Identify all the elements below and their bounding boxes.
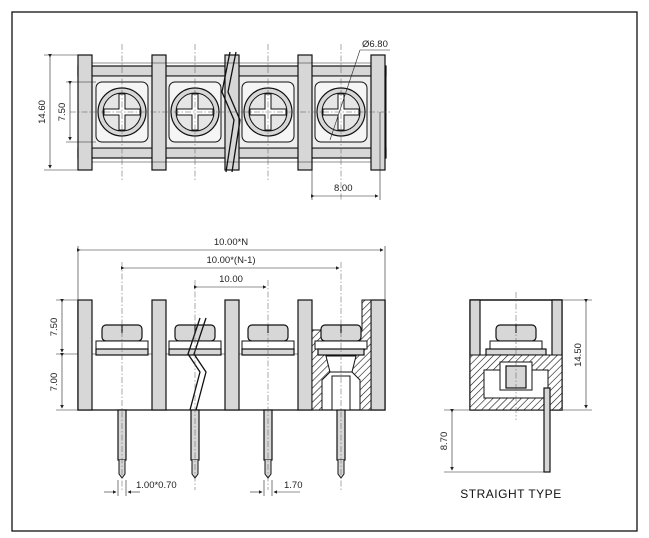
view-caption: STRAIGHT TYPE: [460, 487, 561, 501]
dim-pin-spacing: 1.70: [284, 480, 303, 491]
dim-body-width: 14.60: [37, 100, 48, 124]
dim-pin-length: 8.70: [439, 432, 450, 451]
dim-pin-size: 1.00*0.70: [136, 480, 177, 491]
dim-span-n-minus-1: 10.00*(N-1): [206, 255, 255, 266]
side-view: 14.50 8.70 STRAIGHT TYPE: [439, 292, 592, 501]
dim-side-height: 14.50: [573, 343, 584, 367]
dim-height-upper: 7.50: [49, 318, 60, 337]
dim-screw-diameter: Ø6.80: [362, 39, 388, 50]
dim-pitch-top: 8.00: [334, 183, 353, 194]
section-cut: [311, 299, 372, 411]
dim-pitch-front: 10.00: [219, 274, 243, 285]
dim-height-lower: 7.00: [49, 373, 60, 392]
front-view: 10.00*N 10.00*(N-1) 10.00 7.50 7.00 1.00…: [49, 237, 386, 496]
drawing-frame: [11, 11, 638, 532]
dim-overall-length: 10.00*N: [214, 237, 248, 248]
top-view: 14.60 7.50 Ø6.80 8.00: [37, 39, 392, 200]
dim-screw-window: 7.50: [57, 103, 68, 122]
